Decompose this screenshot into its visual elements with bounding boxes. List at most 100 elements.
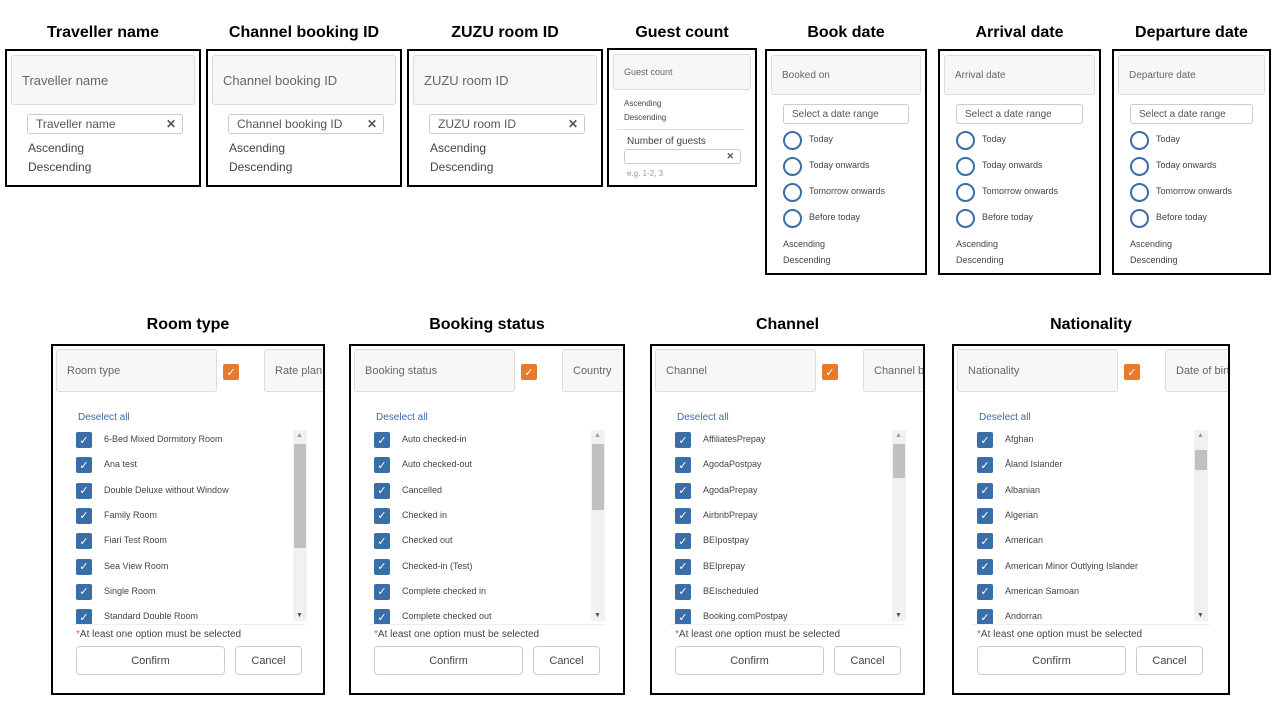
- option-checkbox[interactable]: ✓: [76, 533, 92, 550]
- sort-descending[interactable]: Descending: [956, 255, 1004, 265]
- option-checkbox[interactable]: ✓: [675, 432, 691, 448]
- radio-today[interactable]: [956, 131, 975, 150]
- option-checkbox[interactable]: ✓: [675, 482, 691, 499]
- option-checkbox[interactable]: ✓: [374, 482, 390, 499]
- radio-before-today[interactable]: [956, 209, 975, 228]
- sort-descending[interactable]: Descending: [1130, 255, 1178, 265]
- option-checkbox[interactable]: ✓: [76, 583, 92, 600]
- scrollbar[interactable]: ▲▼: [1194, 430, 1208, 621]
- option-label[interactable]: Auto checked-in: [402, 434, 467, 444]
- sort-descending[interactable]: Descending: [229, 160, 293, 174]
- scroll-up-icon[interactable]: ▲: [1197, 432, 1204, 439]
- next-column-header[interactable]: Channel booking ID: [863, 349, 923, 392]
- clear-icon[interactable]: ✕: [366, 117, 377, 131]
- option-label[interactable]: Åland Islander: [1005, 459, 1063, 470]
- sort-ascending[interactable]: Ascending: [28, 141, 85, 155]
- next-column-header[interactable]: Country: [562, 349, 623, 392]
- clear-icon[interactable]: ✕: [165, 117, 176, 131]
- option-label[interactable]: 6-Bed Mixed Dormitory Room: [104, 434, 223, 444]
- confirm-button[interactable]: Confirm: [675, 646, 824, 675]
- sort-descending[interactable]: Descending: [783, 255, 831, 265]
- option-label[interactable]: BEIprepay: [703, 560, 746, 571]
- scroll-down-icon[interactable]: ▼: [1197, 612, 1204, 619]
- radio-today-onwards[interactable]: [1130, 157, 1149, 176]
- guests-input[interactable]: ✕: [624, 149, 741, 164]
- option-checkbox[interactable]: ✓: [76, 558, 92, 575]
- option-label[interactable]: Andorran: [1005, 611, 1043, 622]
- option-label[interactable]: Sea View Room: [104, 560, 169, 571]
- radio-label[interactable]: Before today: [809, 212, 861, 222]
- radio-today[interactable]: [783, 131, 802, 150]
- option-label[interactable]: Standard Double Room: [104, 611, 199, 622]
- option-checkbox[interactable]: ✓: [675, 507, 691, 524]
- next-column-header[interactable]: Rate plan: [264, 349, 323, 392]
- option-label[interactable]: Complete checked out: [402, 611, 492, 622]
- option-checkbox[interactable]: ✓: [374, 507, 390, 524]
- cancel-button[interactable]: Cancel: [1136, 646, 1203, 675]
- option-checkbox[interactable]: ✓: [977, 533, 993, 550]
- option-label[interactable]: Complete checked in: [402, 585, 487, 596]
- option-checkbox[interactable]: ✓: [675, 609, 691, 626]
- radio-today-onwards[interactable]: [783, 157, 802, 176]
- sort-ascending[interactable]: Ascending: [229, 141, 286, 155]
- radio-tomorrow-onwards[interactable]: [956, 183, 975, 202]
- option-checkbox[interactable]: ✓: [76, 432, 92, 448]
- clear-icon[interactable]: ✕: [567, 117, 578, 131]
- radio-label[interactable]: Tomorrow onwards: [809, 186, 886, 196]
- sort-ascending[interactable]: Ascending: [1130, 239, 1173, 249]
- column-header[interactable]: ZUZU room ID: [413, 55, 597, 105]
- date-range-input[interactable]: Select a date range: [956, 104, 1083, 124]
- radio-today-onwards[interactable]: [956, 157, 975, 176]
- option-label[interactable]: AffiliatesPrepay: [703, 434, 766, 444]
- option-checkbox[interactable]: ✓: [977, 558, 993, 575]
- option-label[interactable]: Cancelled: [402, 484, 443, 495]
- radio-label[interactable]: Tomorrow onwards: [982, 186, 1059, 196]
- option-label[interactable]: AgodaPrepay: [703, 484, 758, 495]
- option-checkbox[interactable]: ✓: [977, 609, 993, 626]
- confirm-button[interactable]: Confirm: [977, 646, 1126, 675]
- option-label[interactable]: Auto checked-out: [402, 459, 473, 470]
- sort-descending[interactable]: Descending: [430, 160, 494, 174]
- scrollbar[interactable]: ▲▼: [591, 430, 605, 621]
- clear-icon[interactable]: ✕: [726, 151, 734, 161]
- column-header[interactable]: Arrival date: [944, 55, 1095, 95]
- option-label[interactable]: American Minor Outlying Islander: [1005, 560, 1139, 571]
- column-visibility-checkbox[interactable]: ✓: [223, 364, 239, 380]
- column-header[interactable]: Guest count: [613, 54, 751, 90]
- column-header[interactable]: Departure date: [1118, 55, 1265, 95]
- deselect-all-link[interactable]: Deselect all: [78, 412, 130, 423]
- option-label[interactable]: American: [1005, 535, 1044, 546]
- scrollbar-thumb[interactable]: [592, 444, 604, 510]
- option-label[interactable]: American Samoan: [1005, 585, 1080, 596]
- option-checkbox[interactable]: ✓: [374, 457, 390, 474]
- radio-label[interactable]: Before today: [982, 212, 1034, 222]
- cancel-button[interactable]: Cancel: [235, 646, 302, 675]
- confirm-button[interactable]: Confirm: [374, 646, 523, 675]
- scrollbar-thumb[interactable]: [294, 444, 306, 548]
- radio-today[interactable]: [1130, 131, 1149, 150]
- column-header[interactable]: Traveller name: [11, 55, 195, 105]
- radio-before-today[interactable]: [783, 209, 802, 228]
- option-label[interactable]: AgodaPostpay: [703, 459, 762, 470]
- option-checkbox[interactable]: ✓: [675, 533, 691, 550]
- option-label[interactable]: Afghan: [1005, 434, 1034, 444]
- sort-ascending[interactable]: Ascending: [430, 141, 487, 155]
- radio-label[interactable]: Before today: [1156, 212, 1208, 222]
- option-checkbox[interactable]: ✓: [76, 609, 92, 626]
- radio-label[interactable]: Tomorrow onwards: [1156, 186, 1233, 196]
- column-header[interactable]: Booking status: [354, 349, 515, 392]
- option-label[interactable]: Checked-in (Test): [402, 560, 473, 571]
- search-input[interactable]: Traveller name✕: [27, 114, 183, 134]
- column-header[interactable]: Channel: [655, 349, 816, 392]
- radio-label[interactable]: Today: [809, 134, 834, 144]
- option-checkbox[interactable]: ✓: [76, 507, 92, 524]
- radio-label[interactable]: Today: [982, 134, 1007, 144]
- search-input[interactable]: ZUZU room ID✕: [429, 114, 585, 134]
- option-label[interactable]: Albanian: [1005, 484, 1041, 495]
- radio-label[interactable]: Today onwards: [809, 160, 870, 170]
- scroll-up-icon[interactable]: ▲: [895, 432, 902, 439]
- deselect-all-link[interactable]: Deselect all: [677, 412, 729, 423]
- confirm-button[interactable]: Confirm: [76, 646, 225, 675]
- sort-ascending[interactable]: Ascending: [783, 239, 826, 249]
- scrollbar[interactable]: ▲▼: [892, 430, 906, 621]
